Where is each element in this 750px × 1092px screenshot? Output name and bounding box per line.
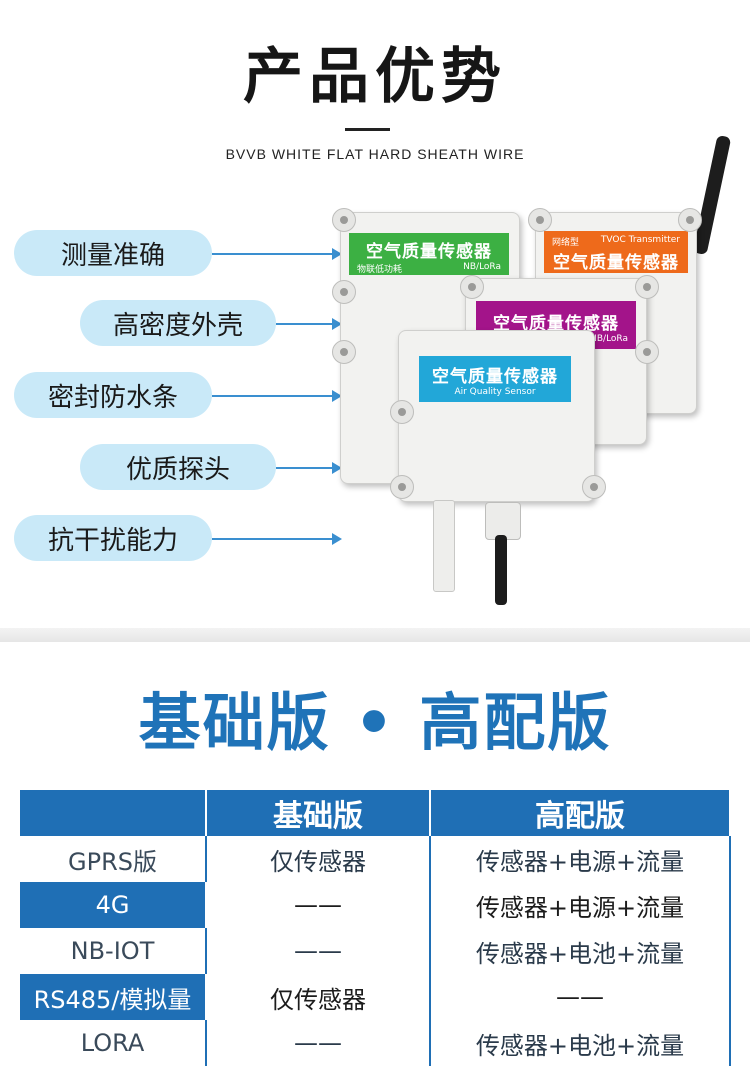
- cable: [495, 535, 507, 605]
- feature-label: 抗干扰能力: [47, 525, 178, 556]
- row-name: 4G: [20, 882, 207, 928]
- antenna: [692, 134, 732, 256]
- table-header-row: 基础版 高配版: [20, 790, 731, 836]
- label-left: 网络型: [552, 238, 580, 248]
- comparison-table: 基础版 高配版 GPRS版 仅传感器 传感器+电源+流量 4G —— 传感器+电…: [20, 790, 731, 1066]
- feature-pill-antiinterference: 抗干扰能力: [14, 515, 212, 561]
- mounting-ear: [460, 275, 484, 299]
- mounting-ear: [678, 208, 702, 232]
- section-divider: [0, 628, 750, 642]
- row-basic: 仅传感器: [206, 974, 431, 1020]
- table-row: RS485/模拟量 仅传感器 ——: [20, 974, 731, 1020]
- page-subtitle: BVVB WHITE FLAT HARD SHEATH WIRE: [225, 146, 525, 162]
- sensor-probe: [433, 500, 455, 592]
- table-row: NB-IOT —— 传感器+电池+流量: [20, 928, 731, 974]
- label-title: 空气质量传感器: [366, 242, 492, 262]
- row-pro: 传感器+电池+流量: [430, 928, 731, 974]
- table-header-basic: 基础版: [206, 790, 431, 836]
- row-basic: ——: [206, 882, 431, 928]
- row-basic: 仅传感器: [206, 836, 431, 882]
- mounting-ear: [390, 475, 414, 499]
- mounting-ear: [332, 340, 356, 364]
- sensor-label-blue: 空气质量传感器 Air Quality Sensor: [419, 356, 571, 402]
- feature-arrow: [212, 390, 342, 402]
- label-title: 空气质量传感器: [493, 314, 619, 334]
- sensor-label-orange: 网络型 TVOC Transmitter 空气质量传感器: [544, 231, 688, 273]
- feature-arrow: [276, 318, 342, 330]
- row-basic: ——: [206, 1020, 431, 1066]
- label-right: NB/LoRa: [590, 334, 628, 344]
- feature-label: 密封防水条: [47, 382, 178, 413]
- feature-pill-housing: 高密度外壳: [80, 300, 276, 346]
- mounting-ear: [332, 208, 356, 232]
- feature-label: 高密度外壳: [112, 310, 243, 341]
- product-image: 空气质量传感器 物联低功耗 NB/LoRa 网络型 TVOC Transmitt…: [320, 130, 740, 605]
- table-row: LORA —— 传感器+电池+流量: [20, 1020, 731, 1066]
- table-header-corner: [20, 790, 207, 836]
- feature-label: 测量准确: [60, 240, 165, 271]
- feature-arrow: [276, 462, 342, 474]
- sensor-box-blue: 空气质量传感器 Air Quality Sensor: [398, 330, 595, 502]
- row-pro: ——: [430, 974, 731, 1020]
- row-pro: 传感器+电池+流量: [430, 1020, 731, 1066]
- section-title: 基础版 • 高配版: [138, 686, 612, 759]
- label-subline: 网络型 TVOC Transmitter: [544, 231, 688, 248]
- label-title: 空气质量传感器: [553, 253, 679, 273]
- label-right: NB/LoRa: [463, 262, 501, 272]
- feature-arrow: [212, 248, 342, 260]
- row-pro: 传感器+电源+流量: [430, 836, 731, 882]
- feature-pill-seal: 密封防水条: [14, 372, 212, 418]
- mounting-ear: [582, 475, 606, 499]
- row-basic: ——: [206, 928, 431, 974]
- label-sub: Air Quality Sensor: [454, 387, 536, 397]
- label-subline: 物联低功耗 NB/LoRa: [349, 262, 509, 275]
- feature-pill-probe: 优质探头: [80, 444, 276, 490]
- mounting-ear: [332, 280, 356, 304]
- table-row: GPRS版 仅传感器 传感器+电源+流量: [20, 836, 731, 882]
- mounting-ear: [635, 340, 659, 364]
- row-name: LORA: [20, 1020, 207, 1066]
- page-title: 产品优势: [243, 42, 507, 112]
- row-name: RS485/模拟量: [20, 974, 207, 1020]
- mounting-ear: [635, 275, 659, 299]
- mounting-ear: [528, 208, 552, 232]
- row-pro: 传感器+电源+流量: [430, 882, 731, 928]
- row-name: NB-IOT: [20, 928, 207, 974]
- table-row: 4G —— 传感器+电源+流量: [20, 882, 731, 928]
- label-title: 空气质量传感器: [432, 367, 558, 387]
- label-left: 物联低功耗: [357, 265, 403, 275]
- row-name: GPRS版: [20, 836, 207, 882]
- label-right: TVOC Transmitter: [600, 235, 680, 245]
- table-header-pro: 高配版: [430, 790, 731, 836]
- mounting-ear: [390, 400, 414, 424]
- sensor-box-green: 空气质量传感器 物联低功耗 NB/LoRa: [340, 212, 520, 484]
- feature-label: 优质探头: [125, 454, 230, 485]
- feature-arrow: [212, 533, 342, 545]
- sensor-label-green: 空气质量传感器 物联低功耗 NB/LoRa: [349, 233, 509, 275]
- feature-pill-accuracy: 测量准确: [14, 230, 212, 276]
- title-underline: [345, 128, 390, 131]
- label-subline: NB/LoRa: [476, 334, 636, 344]
